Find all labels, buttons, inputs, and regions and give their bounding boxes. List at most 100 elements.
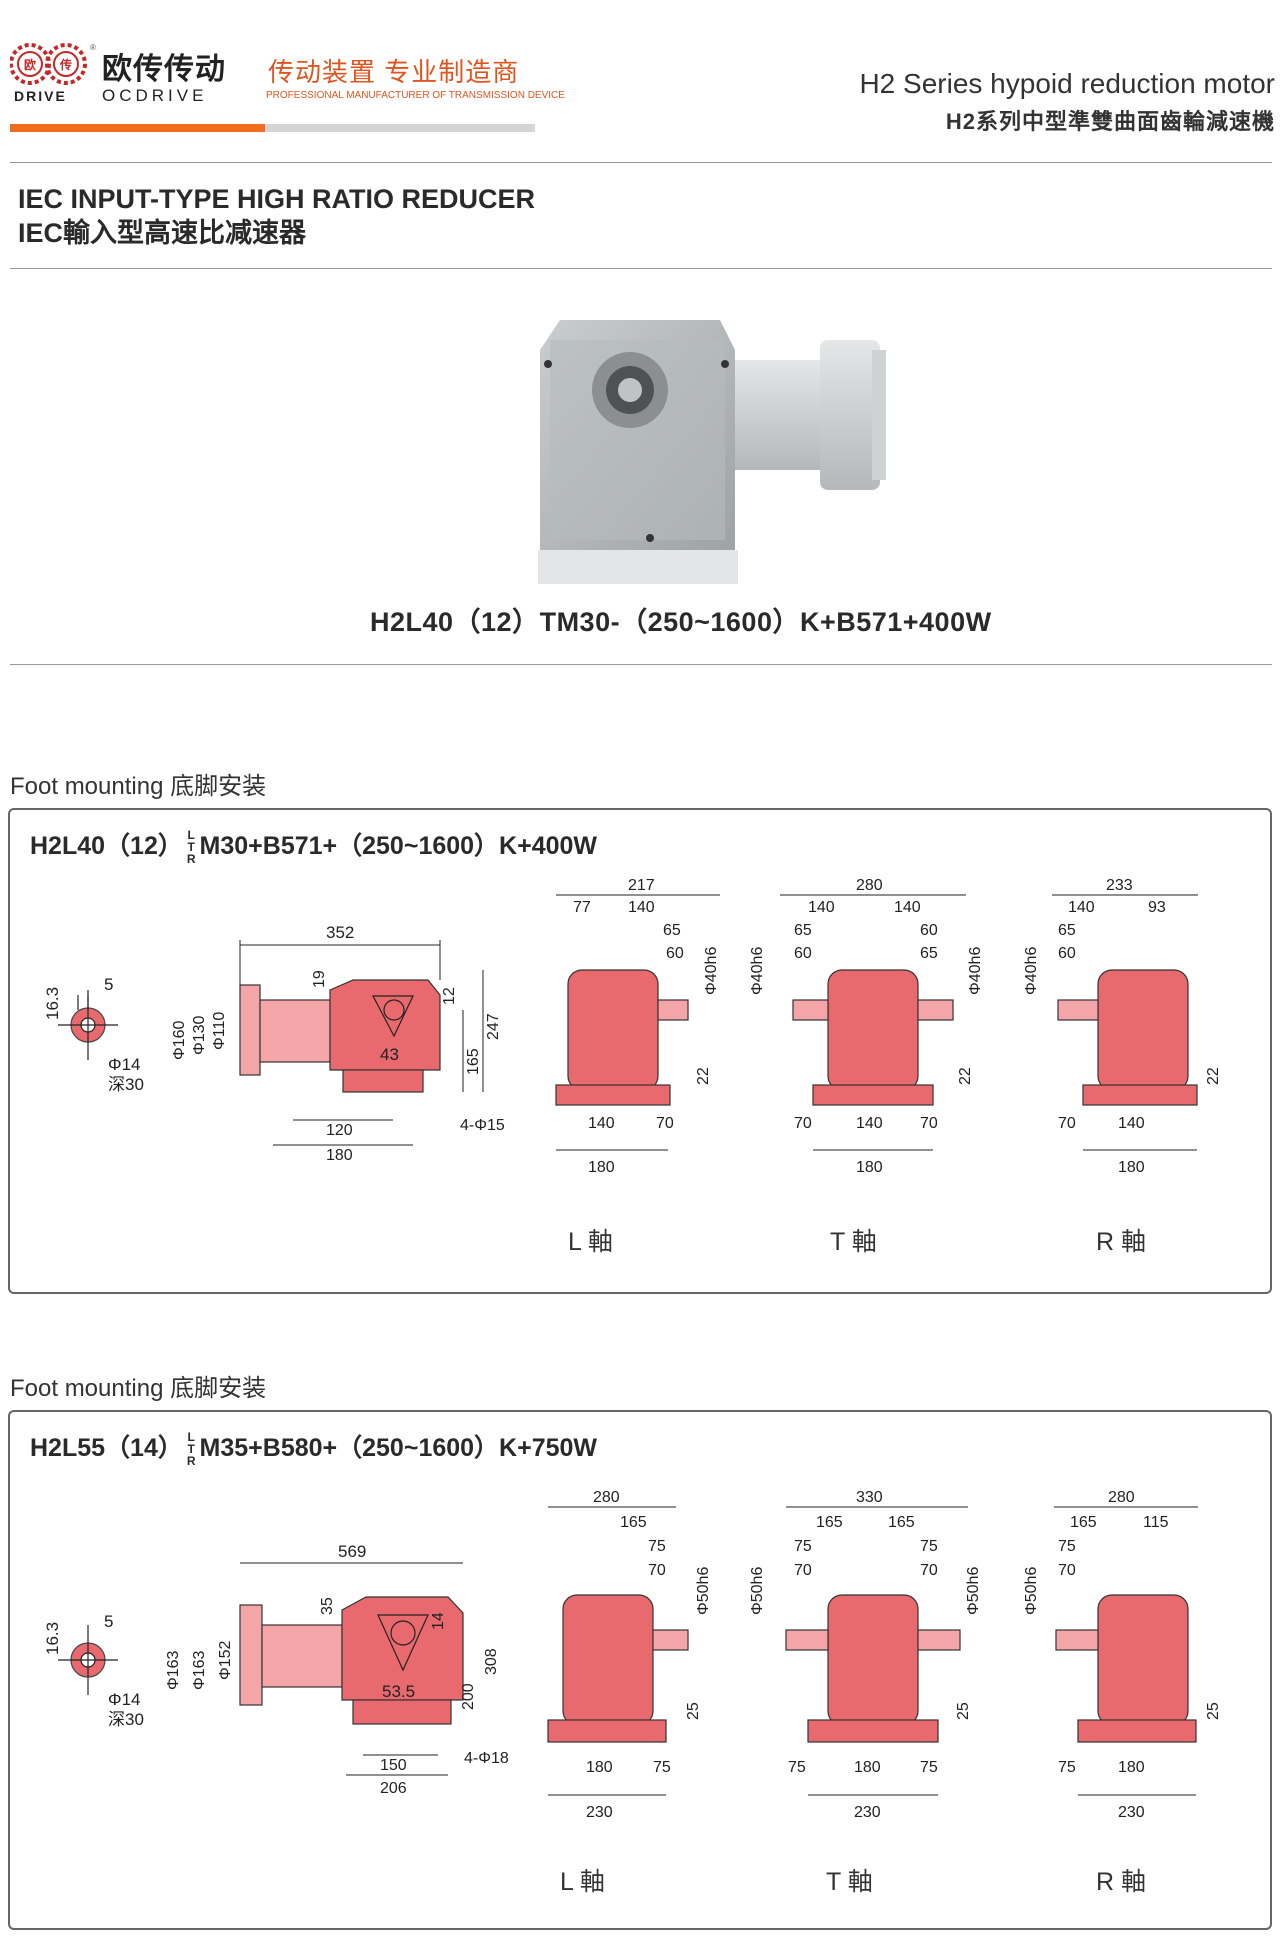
- slogan-en: PROFESSIONAL MANUFACTURER OF TRANSMISSIO…: [266, 90, 565, 101]
- registered-mark: ®: [90, 43, 96, 52]
- shaft-label-r: R 軸: [1096, 1868, 1147, 1896]
- side-h1: 200: [460, 1683, 477, 1710]
- stack-r: R: [186, 852, 196, 867]
- t-shaft-l: Φ40h6: [749, 947, 766, 995]
- header: 欧 传 ® 欧传传动 DRIVE OCDRIVE 传动装置 专业制造商 PROF…: [0, 0, 1280, 140]
- t-shaft-r: Φ50h6: [965, 1567, 982, 1615]
- stack-t: T: [187, 1442, 195, 1457]
- product-photo: [538, 320, 886, 584]
- t-d1: 60: [794, 945, 812, 962]
- side-gap: 19: [311, 970, 328, 988]
- l-b: 140: [628, 899, 655, 916]
- key-height: 16.3: [43, 1622, 62, 1655]
- t-base: 230: [854, 1804, 881, 1821]
- side-length: 569: [338, 1542, 366, 1561]
- side-h2: 247: [485, 1013, 502, 1040]
- r-f1: 75: [1058, 1759, 1076, 1776]
- section-title-cn: IEC輸入型高速比减速器: [18, 218, 307, 248]
- side-center: 43: [380, 1045, 399, 1064]
- r-foot: 25: [1205, 1702, 1222, 1720]
- t-shaft-r: Φ40h6: [967, 947, 984, 995]
- key-width: 5: [104, 1612, 113, 1631]
- l-f1: 180: [586, 1759, 613, 1776]
- r-top: 233: [1106, 877, 1133, 894]
- key-height: 16.3: [43, 987, 62, 1020]
- dimension-drawing: 5 16.3 Φ14 深30 569 35 14 Φ163 Φ163 Φ152 …: [43, 1489, 1222, 1821]
- r-a: 140: [1068, 899, 1095, 916]
- r-f2: 180: [1118, 1759, 1145, 1776]
- r-base: 230: [1118, 1804, 1145, 1821]
- l-shaft: Φ40h6: [703, 947, 720, 995]
- logo-drive: DRIVE: [14, 88, 67, 104]
- t-c1: 75: [794, 1538, 812, 1555]
- l-top: 280: [593, 1489, 620, 1506]
- shaft-label-r: R 軸: [1096, 1228, 1147, 1256]
- l-base: 180: [588, 1159, 615, 1176]
- side-length: 352: [326, 923, 354, 942]
- t-foot: 22: [957, 1067, 974, 1085]
- side-feet: 120: [326, 1122, 353, 1139]
- flange-d1: Φ163: [165, 1650, 182, 1690]
- t-f1: 70: [794, 1115, 812, 1132]
- side-h2: 308: [483, 1648, 500, 1675]
- side-gap: 35: [319, 1597, 336, 1615]
- t-f1: 75: [788, 1759, 806, 1776]
- stack-l: L: [187, 1430, 195, 1445]
- logo-en: OCDRIVE: [102, 86, 208, 105]
- r-top: 280: [1108, 1489, 1135, 1506]
- series-title-en: H2 Series hypoid reduction motor: [859, 68, 1275, 99]
- t-c2: 70: [794, 1562, 812, 1579]
- stack-t: T: [187, 840, 195, 855]
- t-d1: 70: [920, 1562, 938, 1579]
- l-top: 217: [628, 877, 655, 894]
- l-d: 60: [666, 945, 684, 962]
- side-top: 14: [430, 1612, 447, 1630]
- brand-gear-logo: 欧 传 ®: [10, 43, 96, 85]
- t-foot: 25: [955, 1702, 972, 1720]
- key-bore: Φ14: [108, 1055, 140, 1074]
- t-shaft-l: Φ50h6: [749, 1567, 766, 1615]
- r-b: 115: [1143, 1514, 1169, 1531]
- model-prefix: H2L55（14）: [30, 1434, 183, 1462]
- drawing-box: [8, 1410, 1272, 1930]
- t-d2: 75: [920, 1538, 938, 1555]
- l-foot: 22: [695, 1067, 712, 1085]
- side-holes: 4-Φ15: [460, 1117, 505, 1134]
- r-base: 180: [1118, 1159, 1145, 1176]
- t-c1: 65: [794, 922, 812, 939]
- l-a: 77: [573, 899, 591, 916]
- side-base: 206: [380, 1780, 407, 1797]
- foot-mounting-title: Foot mounting 底脚安装: [10, 773, 267, 800]
- logo-seal-right: 传: [59, 57, 72, 72]
- l-c: 65: [663, 922, 681, 939]
- shaft-label-t: T 軸: [826, 1868, 873, 1896]
- r-b: 93: [1148, 899, 1166, 916]
- t-a: 165: [816, 1514, 843, 1531]
- t-d2: 65: [920, 945, 938, 962]
- flange-d2: Φ163: [191, 1650, 208, 1690]
- l-c: 75: [648, 1538, 666, 1555]
- logo-cn: 欧传传动: [102, 53, 226, 86]
- r-c: 65: [1058, 922, 1076, 939]
- drawing-box: [8, 808, 1272, 1294]
- t-top: 330: [856, 1489, 883, 1506]
- l-f1: 140: [588, 1115, 615, 1132]
- side-base: 180: [326, 1147, 353, 1164]
- l-foot: 25: [685, 1702, 702, 1720]
- foot-mounting-title: Foot mounting 底脚安装: [10, 1375, 267, 1402]
- side-feet: 150: [380, 1757, 407, 1774]
- l-base: 230: [586, 1804, 613, 1821]
- side-holes: 4-Φ18: [464, 1750, 509, 1767]
- series-title-cn: H2系列中型準雙曲面齒輪減速機: [945, 109, 1275, 134]
- t-f3: 75: [920, 1759, 938, 1776]
- r-a: 165: [1070, 1514, 1097, 1531]
- t-b: 140: [894, 899, 921, 916]
- side-h1: 165: [465, 1048, 482, 1075]
- section-title-en: IEC INPUT-TYPE HIGH RATIO REDUCER: [18, 184, 536, 214]
- stack-r: R: [186, 1454, 196, 1469]
- flange-d1: Φ160: [171, 1020, 188, 1060]
- l-f2: 70: [656, 1115, 674, 1132]
- l-b: 165: [620, 1514, 647, 1531]
- r-shaft: Φ50h6: [1023, 1567, 1040, 1615]
